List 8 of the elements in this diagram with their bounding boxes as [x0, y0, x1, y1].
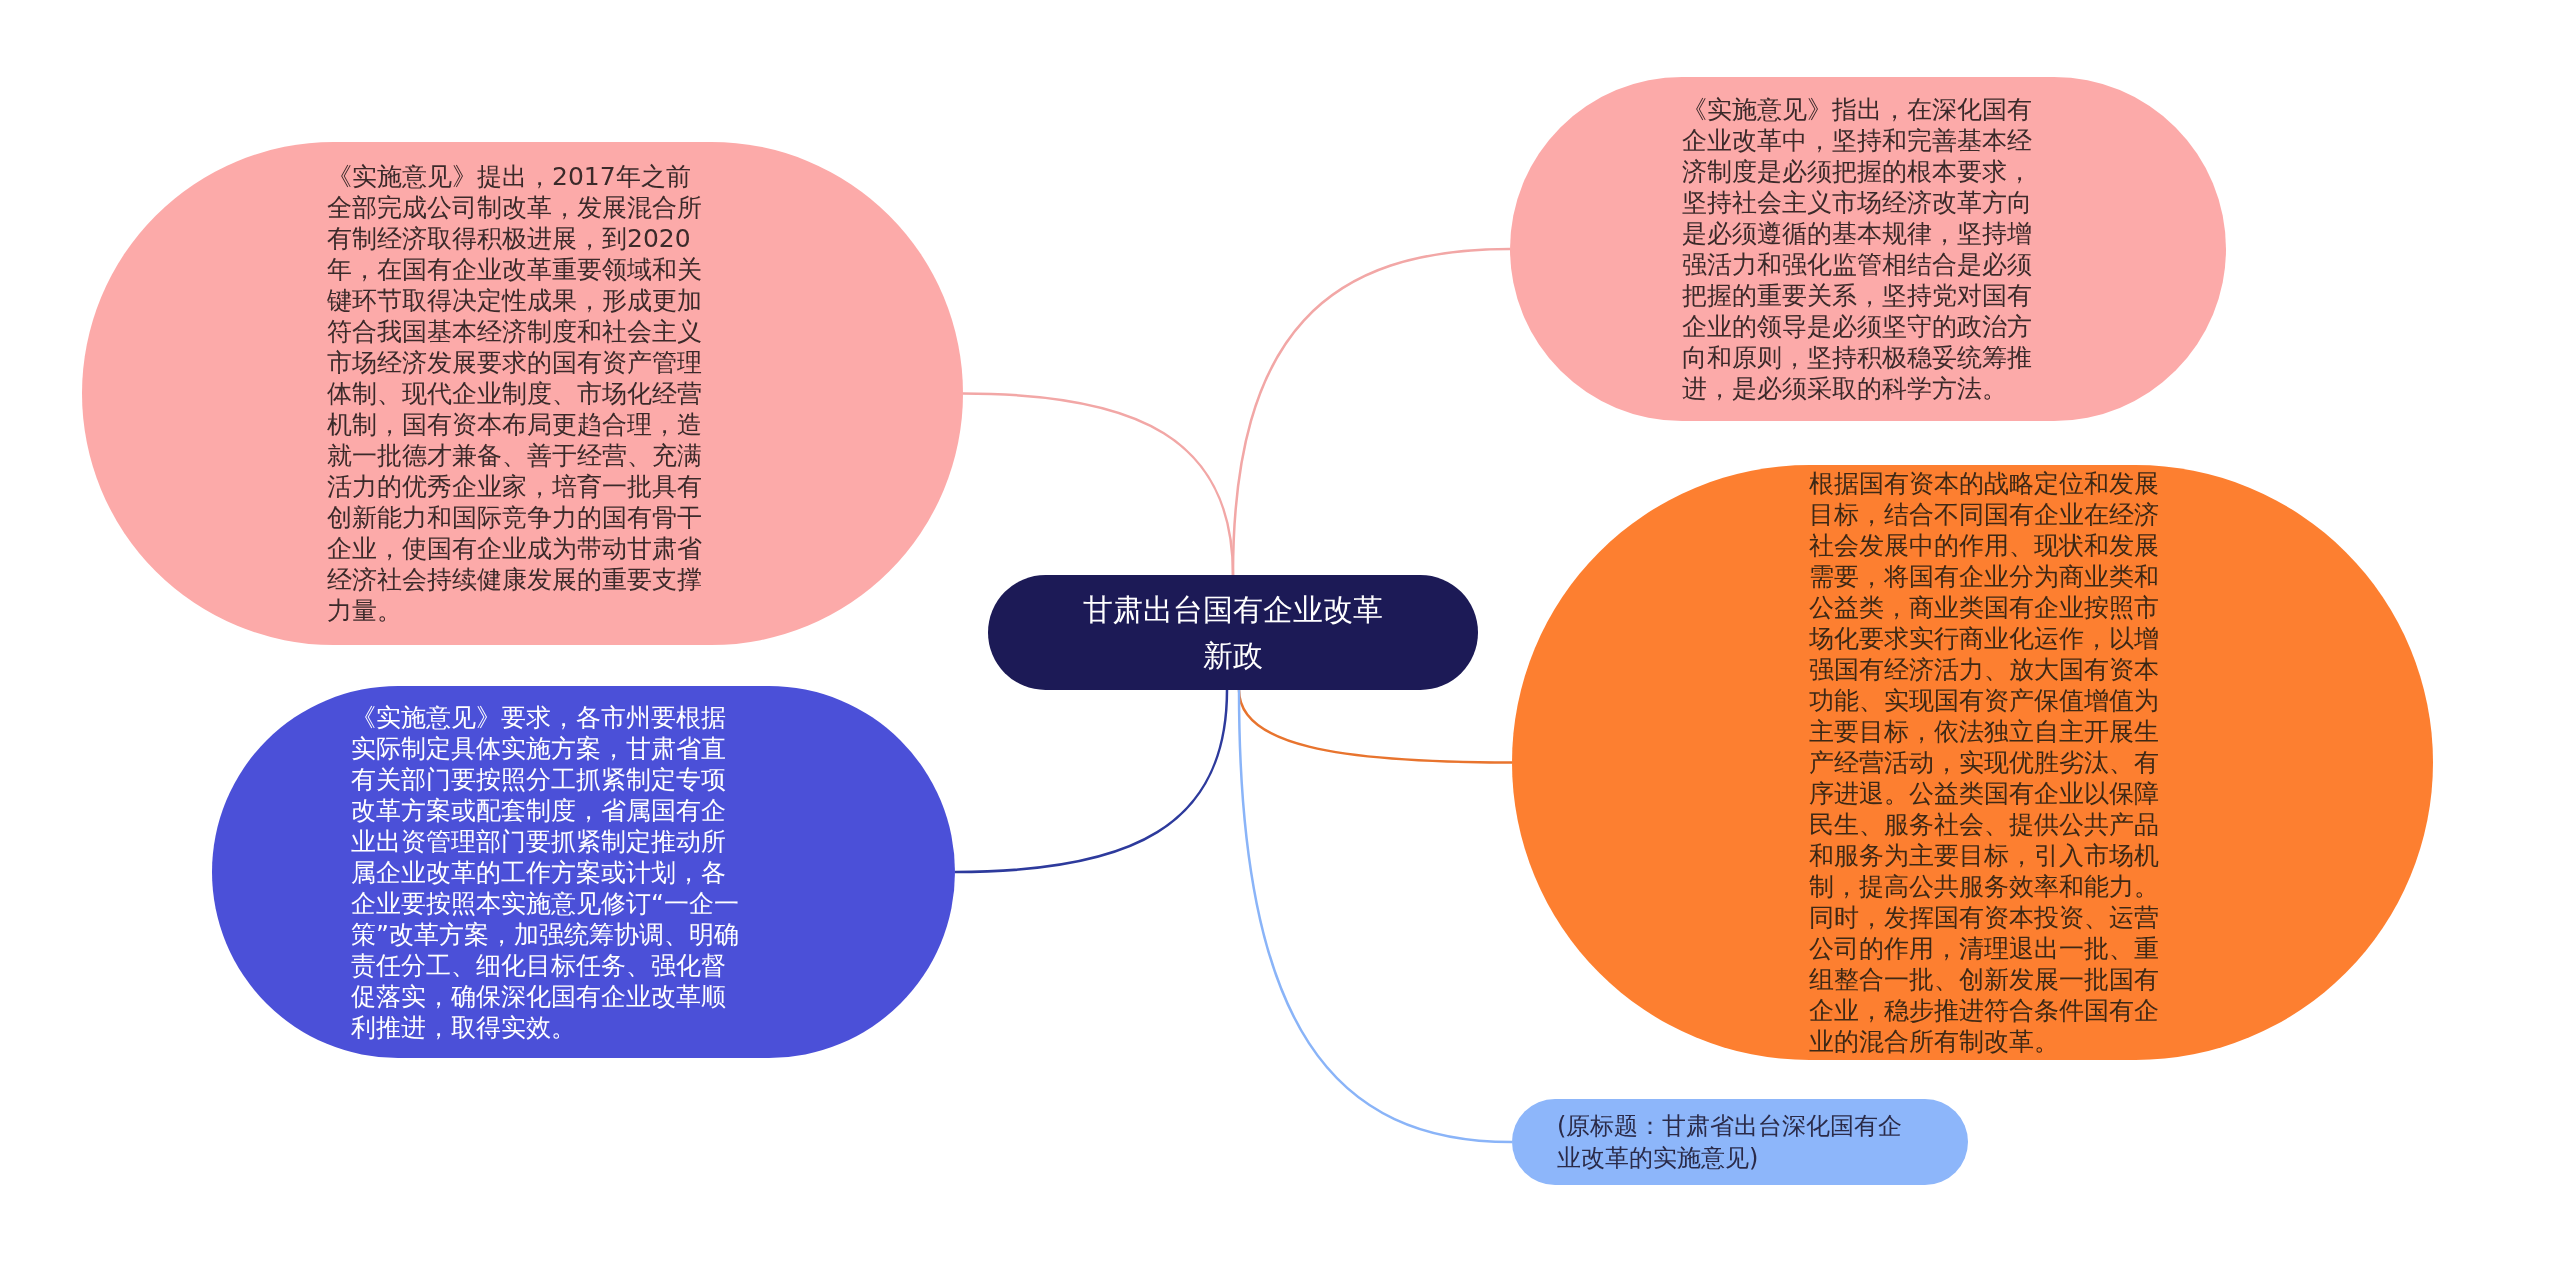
- connector-line: [1231, 247, 1511, 576]
- topic-text: 甘肃出台国有企业改革新政: [1082, 590, 1384, 675]
- topic-text: 根据国有资本的战略定位和发展目标，结合不同国有企业在经济社会发展中的作用、现状和发展需要，将国有企业分为商业类和公益类，商业类国有企业按照市场化要求实行商业化运作，以增强国有经济活力、放大国有资本功能、实现国有资产保值增值为主要目标，依法独立自主开展生产经营活动，实现优胜劣汰、有序进退。公益类国有企业以保障民生、服务社会、提供公共产品和服务为主要目标，引入市场机制，提高公共服务效率和能力。同时，发挥国有资本投资、运营公司的作用，清理退出一批、重组整合一批、创新发展一批国有企业，稳步推进符合条件国有企业的混合所有制改革。: [1809, 468, 2160, 1057]
- topic-text: 《实施意见》提出，2017年之前全部完成公司制改革，发展混合所有制经济取得积极进展，到2020年，在国有企业改革重要领域和关键环节取得决定性成果，形成更加符合我国基本经济制度和社会主义市场经济发展要求的国有资产管理体制、现代企业制度、市场化经营机制，国有资本布局更趋合理，造就一批德才兼备、善于经营、充满活力的优秀企业家，培育一批具有创新能力和国际竞争力的国有骨干企业，使国有企业成为带动甘肃省经济社会持续健康发展的重要支撑力量。: [327, 161, 702, 626]
- topic-text: 《实施意见》指出，在深化国有企业改革中，坚持和完善基本经济制度是必须把握的根本要求，坚持社会主义市场经济改革方向是必须遵循的基本规律，坚持增强活力和强化监管相结合是必须把握的重要关系，坚持党对国有企业的领导是必须坚守的政治方向和原则，坚持积极稳妥统筹推进，是必须采取的科学方法。: [1682, 94, 2033, 404]
- topic-text: (原标题：甘肃省出台深化国有企业改革的实施意见): [1557, 1111, 1904, 1174]
- topic-text: 《实施意见》要求，各市州要根据实际制定具体实施方案，甘肃省直有关部门要按照分工抓紧制定专项改革方案或配套制度，省属国有企业出资管理部门要抓紧制定推动所属企业改革的工作方案或计划，各企业要按照本实施意见修订“一企一策”改革方案，加强统筹协调、明确责任分工、细化目标任务、强化督促落实，确保深化国有企业改革顺利推进，取得实效。: [351, 701, 740, 1043]
- connector-line: [954, 689, 1229, 874]
